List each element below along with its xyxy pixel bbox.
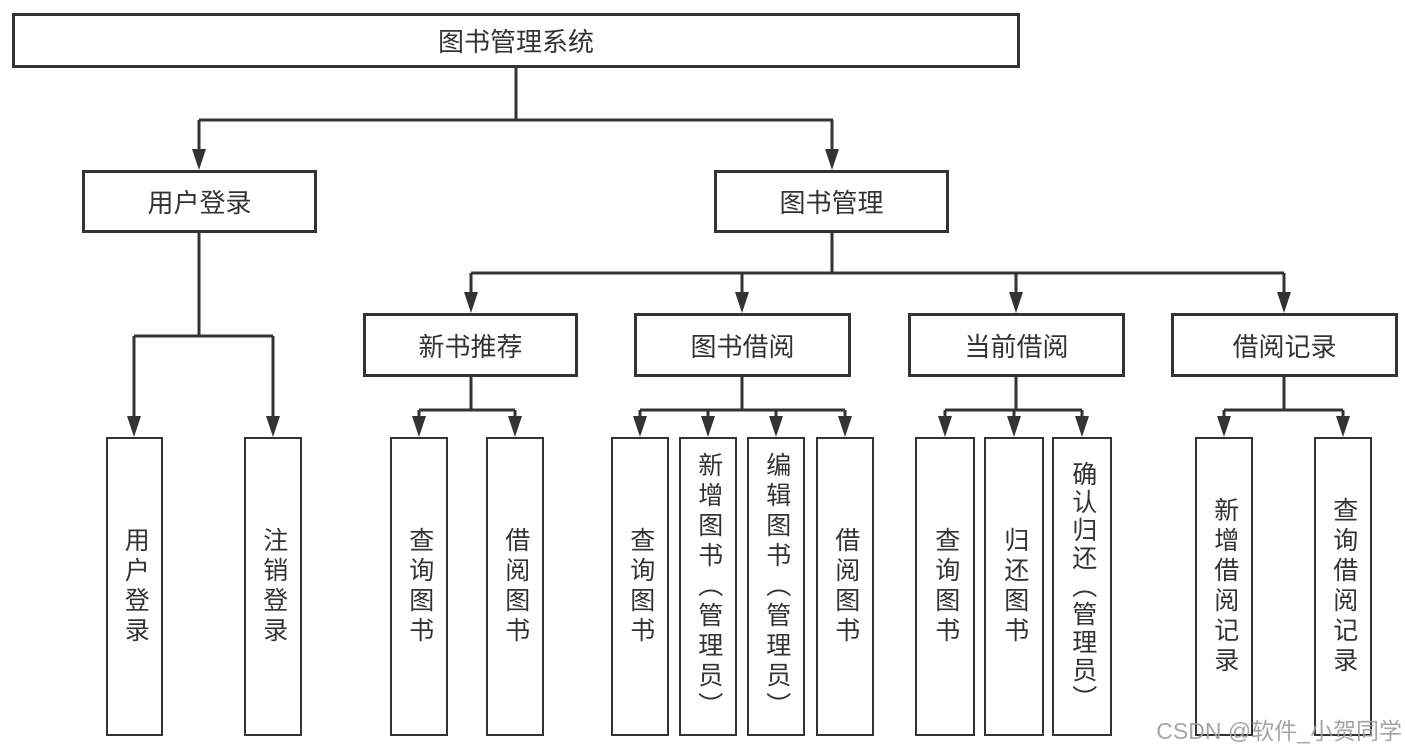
- node-label: 用户登录: [121, 526, 150, 647]
- node-label: 当前借阅: [964, 331, 1069, 362]
- leaf-user-login: 用户登录: [106, 437, 163, 736]
- leaf-borrowing-add-book-admin: 新增图书（管理员）: [679, 437, 737, 736]
- node-book-borrowing: 图书借阅: [634, 313, 851, 377]
- node-current-borrowing: 当前借阅: [908, 313, 1125, 377]
- csdn-watermark: CSDN @软件_小贺同学: [1156, 718, 1402, 744]
- node-library-system: 图书管理系统: [12, 13, 1020, 68]
- node-label: 图书借阅: [690, 331, 795, 362]
- node-label: 查询图书: [405, 526, 434, 647]
- leaf-recommend-query-book: 查询图书: [390, 437, 448, 736]
- leaf-current-return-book: 归还图书: [984, 437, 1044, 736]
- node-label: 新增借阅记录: [1210, 496, 1239, 677]
- node-label: 借阅图书: [501, 526, 530, 647]
- leaf-records-add-record: 新增借阅记录: [1195, 437, 1253, 736]
- leaf-borrowing-edit-book-admin: 编辑图书（管理员）: [747, 437, 805, 736]
- node-label: 用户登录: [147, 188, 252, 218]
- leaf-current-query-book: 查询图书: [915, 437, 975, 736]
- leaf-records-query-record: 查询借阅记录: [1314, 437, 1372, 736]
- node-borrow-records: 借阅记录: [1171, 313, 1398, 377]
- node-new-book-recommend: 新书推荐: [363, 313, 578, 377]
- leaf-current-confirm-return-admin: 确认归还（管理员）: [1052, 437, 1112, 736]
- leaf-logout: 注销登录: [244, 437, 302, 736]
- node-book-management: 图书管理: [714, 170, 949, 233]
- node-label: 新书推荐: [418, 331, 523, 362]
- node-label: 查询图书: [626, 526, 655, 647]
- arrowheads: [127, 149, 1350, 437]
- node-label: 借阅记录: [1232, 331, 1337, 362]
- node-label: 查询借阅记录: [1329, 496, 1358, 677]
- node-label: 图书管理系统: [437, 27, 594, 57]
- node-label: 注销登录: [259, 526, 288, 647]
- leaf-recommend-borrow-book: 借阅图书: [486, 437, 544, 736]
- leaf-borrowing-borrow-book: 借阅图书: [816, 437, 874, 736]
- node-label: 图书管理: [779, 188, 884, 218]
- node-user-login: 用户登录: [82, 170, 317, 233]
- leaf-borrowing-query-book: 查询图书: [611, 437, 669, 736]
- node-label: 确认归还（管理员）: [1068, 460, 1097, 713]
- node-label: 归还图书: [1000, 526, 1029, 647]
- node-label: 查询图书: [931, 526, 960, 647]
- node-label: 借阅图书: [831, 526, 860, 647]
- node-label: 新增图书（管理员）: [694, 451, 723, 722]
- node-label: 编辑图书（管理员）: [762, 451, 791, 722]
